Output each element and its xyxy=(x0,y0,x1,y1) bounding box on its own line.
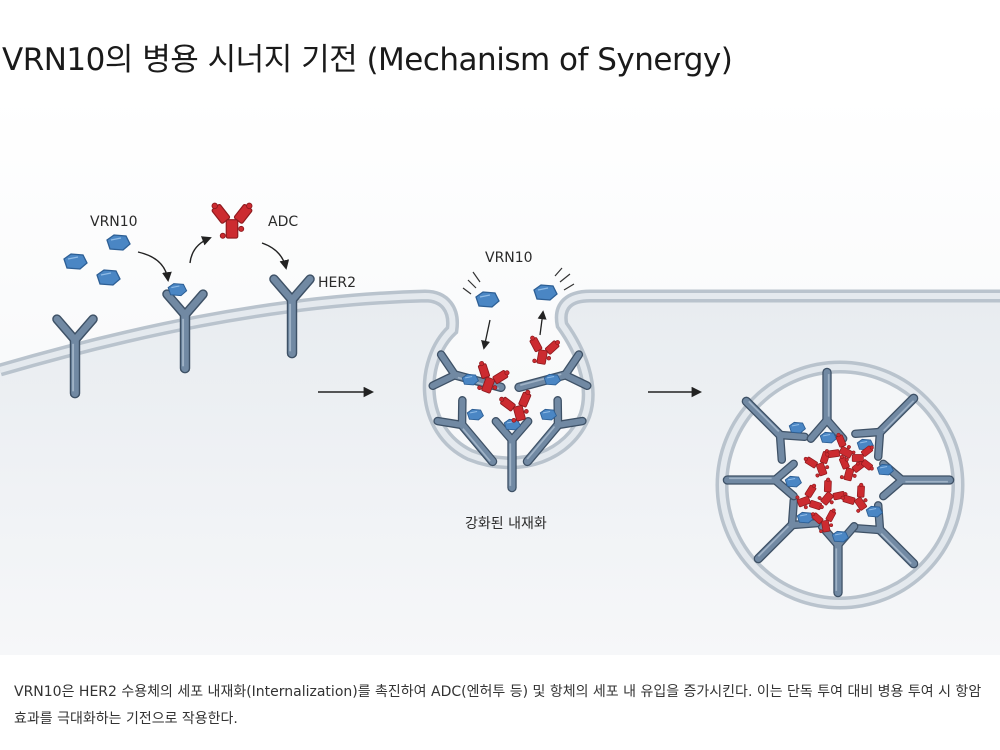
arrow-icon xyxy=(189,236,212,264)
vrn10-molecule-icon xyxy=(831,530,849,543)
vrn10-molecule-icon xyxy=(167,283,188,297)
vrn10-molecule-icon xyxy=(96,269,121,286)
vrn10-molecule-icon xyxy=(865,505,883,518)
arrow-icon xyxy=(537,310,547,336)
arrow-icon xyxy=(481,319,491,350)
arrow-icon xyxy=(137,251,172,282)
vrn10-molecule-icon xyxy=(461,373,479,386)
vrn10-molecule-icon xyxy=(543,373,561,386)
vrn10-molecule-icon xyxy=(788,421,806,434)
mechanism-diagram: VRN10 ADC HER2 VRN10 강화된 내재화 xyxy=(0,95,1000,655)
vrn10-molecule-icon xyxy=(466,408,484,421)
vrn10-molecule-icon xyxy=(784,475,802,488)
vrn10-molecule-icon xyxy=(106,234,131,251)
vrn10-molecule-icon xyxy=(63,253,88,270)
vrn10-molecule-icon xyxy=(539,408,557,421)
vrn10-label: VRN10 xyxy=(90,214,138,230)
her2-label: HER2 xyxy=(318,275,356,291)
vrn10-center-label: VRN10 xyxy=(485,250,533,266)
diagram-svg: VRN10 ADC HER2 VRN10 강화된 내재화 xyxy=(0,95,1000,655)
page-title: VRN10의 병용 시너지 기전 (Mechanism of Synergy) xyxy=(2,42,733,78)
internalization-label: 강화된 내재화 xyxy=(465,516,547,532)
caption: VRN10은 HER2 수용체의 세포 내재화(Internalization)… xyxy=(14,684,982,727)
vrn10-molecule-icon xyxy=(533,284,558,301)
arrow-icon xyxy=(261,242,290,270)
motion-lines xyxy=(462,271,481,295)
motion-lines xyxy=(554,267,575,291)
vrn10-molecule-icon xyxy=(796,511,814,524)
vrn10-molecule-icon xyxy=(819,431,837,444)
vrn10-molecule-icon xyxy=(876,463,894,476)
vrn10-molecule-icon xyxy=(475,291,500,308)
adc-label: ADC xyxy=(268,214,298,230)
